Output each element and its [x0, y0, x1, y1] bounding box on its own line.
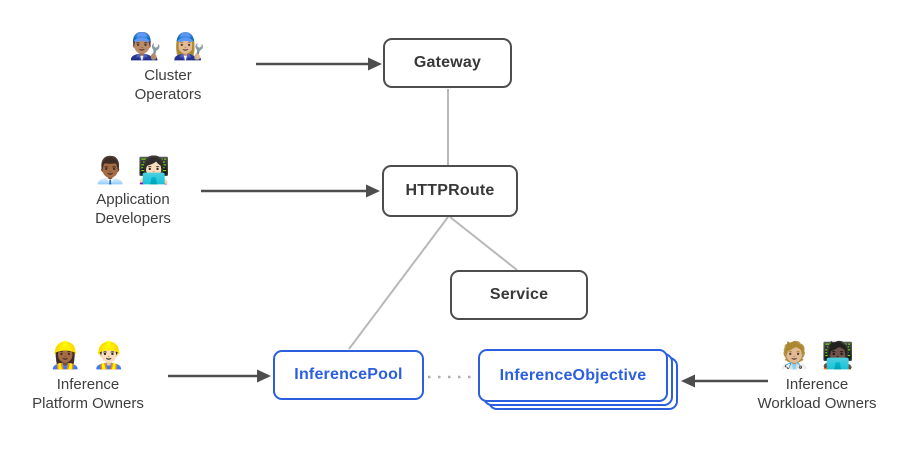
actor-label-line: Developers — [95, 210, 171, 227]
node-inference-objective-label: InferenceObjective — [499, 366, 647, 384]
developers-emoji-icon: 👨🏾‍💼 👩🏻‍💻 — [94, 155, 172, 185]
node-inference-pool: InferencePool — [273, 350, 424, 400]
actor-cluster-operators: 👨🏽‍🔧 👩🏼‍🔧 Cluster Operators — [88, 28, 248, 104]
actor-label-line: Inference — [56, 376, 120, 393]
edge-clusteroperators-gateway-arrow — [256, 57, 382, 71]
actor-label-line: Inference — [785, 376, 849, 393]
edge-httproute-service — [449, 216, 518, 271]
actor-inference-platform-owners: 👷🏾‍♀️ 👷🏻‍♂️ Inference Platform Owners — [8, 337, 168, 413]
node-httproute: HTTPRoute — [382, 165, 518, 217]
workload-owners-emoji-icon: 🧑🏼‍⚕️ 🧑🏿‍💻 — [778, 340, 856, 370]
mechanics-emoji-icon: 👨🏽‍🔧 👩🏼‍🔧 — [129, 31, 207, 61]
node-service-label: Service — [489, 286, 549, 303]
actor-label-line: Operators — [134, 86, 202, 103]
actor-label-line: Platform Owners — [32, 395, 144, 412]
node-inference-objective: InferenceObjective — [478, 349, 668, 402]
actor-inference-workload-owners: 🧑🏼‍⚕️ 🧑🏿‍💻 Inference Workload Owners — [737, 337, 897, 413]
actor-label-line: Cluster — [144, 67, 192, 84]
actor-application-developers: 👨🏾‍💼 👩🏻‍💻 Application Developers — [53, 152, 213, 228]
node-gateway-label: Gateway — [413, 54, 482, 71]
actor-label-line: Application — [96, 191, 170, 208]
node-inference-pool-label: InferencePool — [294, 366, 403, 383]
construction-workers-emoji-icon: 👷🏾‍♀️ 👷🏻‍♂️ — [49, 340, 127, 370]
edge-applicationdevelopers-httproute-arrow — [201, 184, 380, 198]
edge-workloadowners-inferenceobjective-arrow — [681, 374, 768, 388]
node-service: Service — [450, 270, 588, 320]
node-httproute-label: HTTPRoute — [405, 182, 495, 199]
edge-platformowners-inferencepool-arrow — [168, 369, 271, 383]
actor-label-line: Workload Owners — [757, 395, 877, 412]
edge-httproute-inferencepool — [348, 216, 449, 350]
node-gateway: Gateway — [383, 38, 512, 88]
